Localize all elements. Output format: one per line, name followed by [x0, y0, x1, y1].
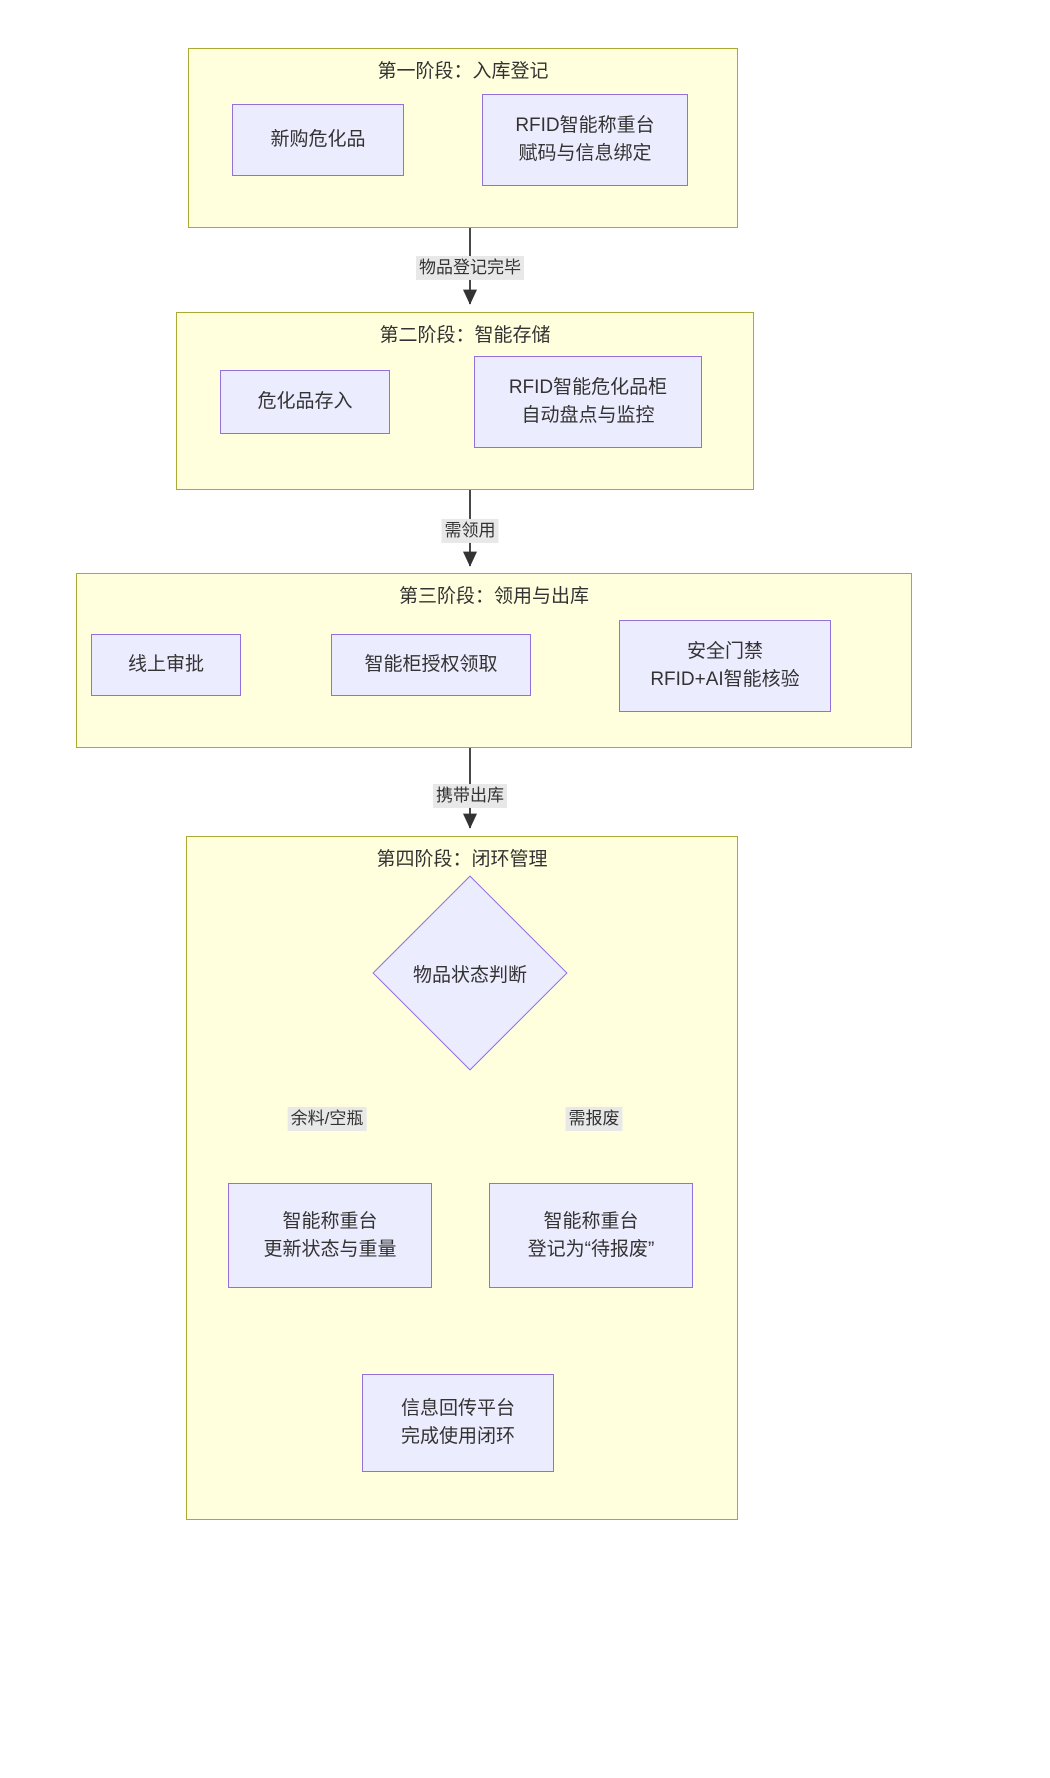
- node-label: 智能称重台 更新状态与重量: [263, 1210, 397, 1260]
- node-label: 智能柜授权领取: [364, 654, 498, 676]
- node-store-chemical[interactable]: 危化品存入: [220, 370, 390, 434]
- edge-label-stage3-stage4: 携带出库: [433, 783, 507, 809]
- edge-label-branch-left: 余料/空瓶: [287, 1106, 367, 1132]
- node-label: 安全门禁 RFID+AI智能核验: [650, 641, 800, 690]
- subgraph-title-stage3: 第三阶段：领用与出库: [398, 586, 589, 607]
- node-label: 信息回传平台 完成使用闭环: [400, 1398, 515, 1447]
- node-label: RFID智能称重台 赋码与信息绑定: [515, 115, 655, 164]
- node-feedback-platform-closeloop[interactable]: 信息回传平台 完成使用闭环: [362, 1374, 554, 1472]
- subgraph-title-stage2: 第二阶段：智能存储: [379, 325, 551, 346]
- node-cabinet-authorized-pickup[interactable]: 智能柜授权领取: [331, 634, 531, 696]
- node-label: RFID智能危化品柜 自动盘点与监控: [508, 377, 668, 426]
- node-online-approval[interactable]: 线上审批: [91, 634, 241, 696]
- edge-label-stage2-stage3: 需领用: [441, 518, 499, 544]
- node-label: 智能称重台 登记为“待报废”: [527, 1210, 655, 1260]
- node-new-purchase[interactable]: 新购危化品: [232, 104, 404, 176]
- node-label: 危化品存入: [257, 391, 353, 413]
- subgraph-title-stage4: 第四阶段：闭环管理: [376, 849, 548, 870]
- node-weigh-update-status[interactable]: 智能称重台 更新状态与重量: [228, 1183, 432, 1288]
- node-weigh-register-scrap[interactable]: 智能称重台 登记为“待报废”: [489, 1183, 693, 1288]
- node-rfid-weigh-bind[interactable]: RFID智能称重台 赋码与信息绑定: [482, 94, 688, 186]
- edge-label-stage1-stage2: 物品登记完毕: [416, 255, 524, 281]
- subgraph-title-stage1: 第一阶段：入库登记: [377, 61, 549, 82]
- node-label: 物品状态判断: [412, 964, 527, 986]
- node-item-status-decision[interactable]: 物品状态判断: [371, 874, 569, 1072]
- node-rfid-cabinet-monitor[interactable]: RFID智能危化品柜 自动盘点与监控: [474, 356, 702, 448]
- edge-label-branch-right: 需报废: [565, 1106, 623, 1132]
- node-label: 线上审批: [127, 654, 204, 676]
- node-security-gate-verify[interactable]: 安全门禁 RFID+AI智能核验: [619, 620, 831, 712]
- node-label: 新购危化品: [270, 129, 366, 151]
